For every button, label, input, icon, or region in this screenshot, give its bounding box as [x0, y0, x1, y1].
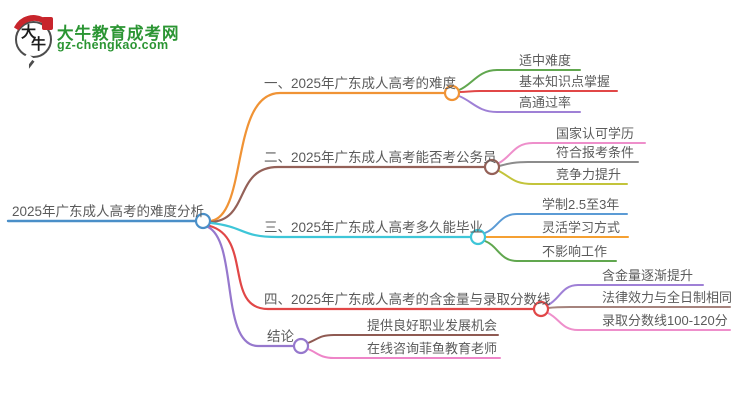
branch-5-line	[206, 225, 296, 348]
branch-3-child-1-line	[484, 213, 628, 234]
branch-1-node-circle	[443, 84, 461, 102]
branch-2-node-circle	[483, 158, 501, 176]
branch-3-child-2-label: 灵活学习方式	[542, 220, 621, 235]
branch-2-child-2-label: 符合报考条件	[556, 145, 635, 160]
branch-1-child-1-line	[458, 69, 581, 91]
branch-4-child-3-label: 录取分数线100-120分	[602, 313, 728, 328]
site-name: 大牛教育成考网	[57, 25, 180, 43]
root-node-circle	[194, 212, 212, 230]
branch-1-child-3-line	[458, 95, 581, 113]
branch-3-node-circle	[469, 228, 487, 246]
branch-1-child-2-label: 基本知识点掌握	[519, 74, 611, 89]
branch-2-child-1-line	[498, 142, 646, 164]
branch-4-child-2-label: 法律效力与全日制相同	[602, 290, 733, 305]
branch-4-child-2-line	[547, 306, 731, 309]
branch-1-line	[209, 91, 447, 223]
branch-3-child-1-label: 学制2.5至3年	[542, 197, 620, 212]
branch-4-node-circle	[532, 300, 550, 318]
branch-4-label: 四、2025年广东成人高考的含金量与录取分数线	[264, 292, 551, 307]
branch-3-line	[209, 221, 473, 239]
branch-2-child-1-label: 国家认可学历	[556, 126, 635, 141]
branch-2-child-3-line	[498, 170, 628, 185]
branch-5-child-2-label: 在线咨询菲鱼教育老师	[367, 341, 498, 356]
branch-1-child-1-label: 适中难度	[519, 53, 572, 68]
branch-2-child-2-line	[498, 161, 639, 167]
branch-2-line	[209, 165, 487, 224]
branch-2-label: 二、2025年广东成人高考能否考公务员	[264, 150, 497, 165]
branch-5-child-1-line	[307, 334, 499, 344]
branch-4-child-1-line	[547, 284, 704, 306]
branch-3-child-3-line	[484, 240, 617, 262]
branch-1-child-2-line	[458, 90, 618, 93]
red-seal-icon	[42, 17, 53, 30]
site-url: gz-chengkao.com	[57, 38, 169, 52]
logo-character-niu: 牛	[31, 36, 47, 53]
branch-5-node-circle	[292, 337, 310, 355]
branch-2-child-3-label: 竞争力提升	[556, 167, 622, 182]
branch-4-line	[208, 224, 536, 311]
branch-5-child-2-line	[307, 348, 501, 359]
branch-1-label: 一、2025年广东成人高考的难度	[264, 76, 457, 91]
branch-3-child-3-label: 不影响工作	[542, 244, 608, 259]
branch-5-label: 结论	[267, 329, 294, 344]
branch-3-label: 三、2025年广东成人高考多久能毕业	[264, 220, 484, 235]
branch-1-child-3-label: 高通过率	[519, 95, 572, 110]
logo-character-da: 大	[21, 24, 37, 41]
site-logo: 大 牛 大牛教育成考网 gz-chengkao.com	[6, 9, 234, 69]
branch-4-child-3-line	[547, 312, 731, 331]
branch-4-child-1-label: 含金量逐渐提升	[602, 268, 694, 283]
branch-5-child-1-label: 提供良好职业发展机会	[367, 318, 498, 333]
root-label: 2025年广东成人高考的难度分析	[12, 204, 205, 219]
